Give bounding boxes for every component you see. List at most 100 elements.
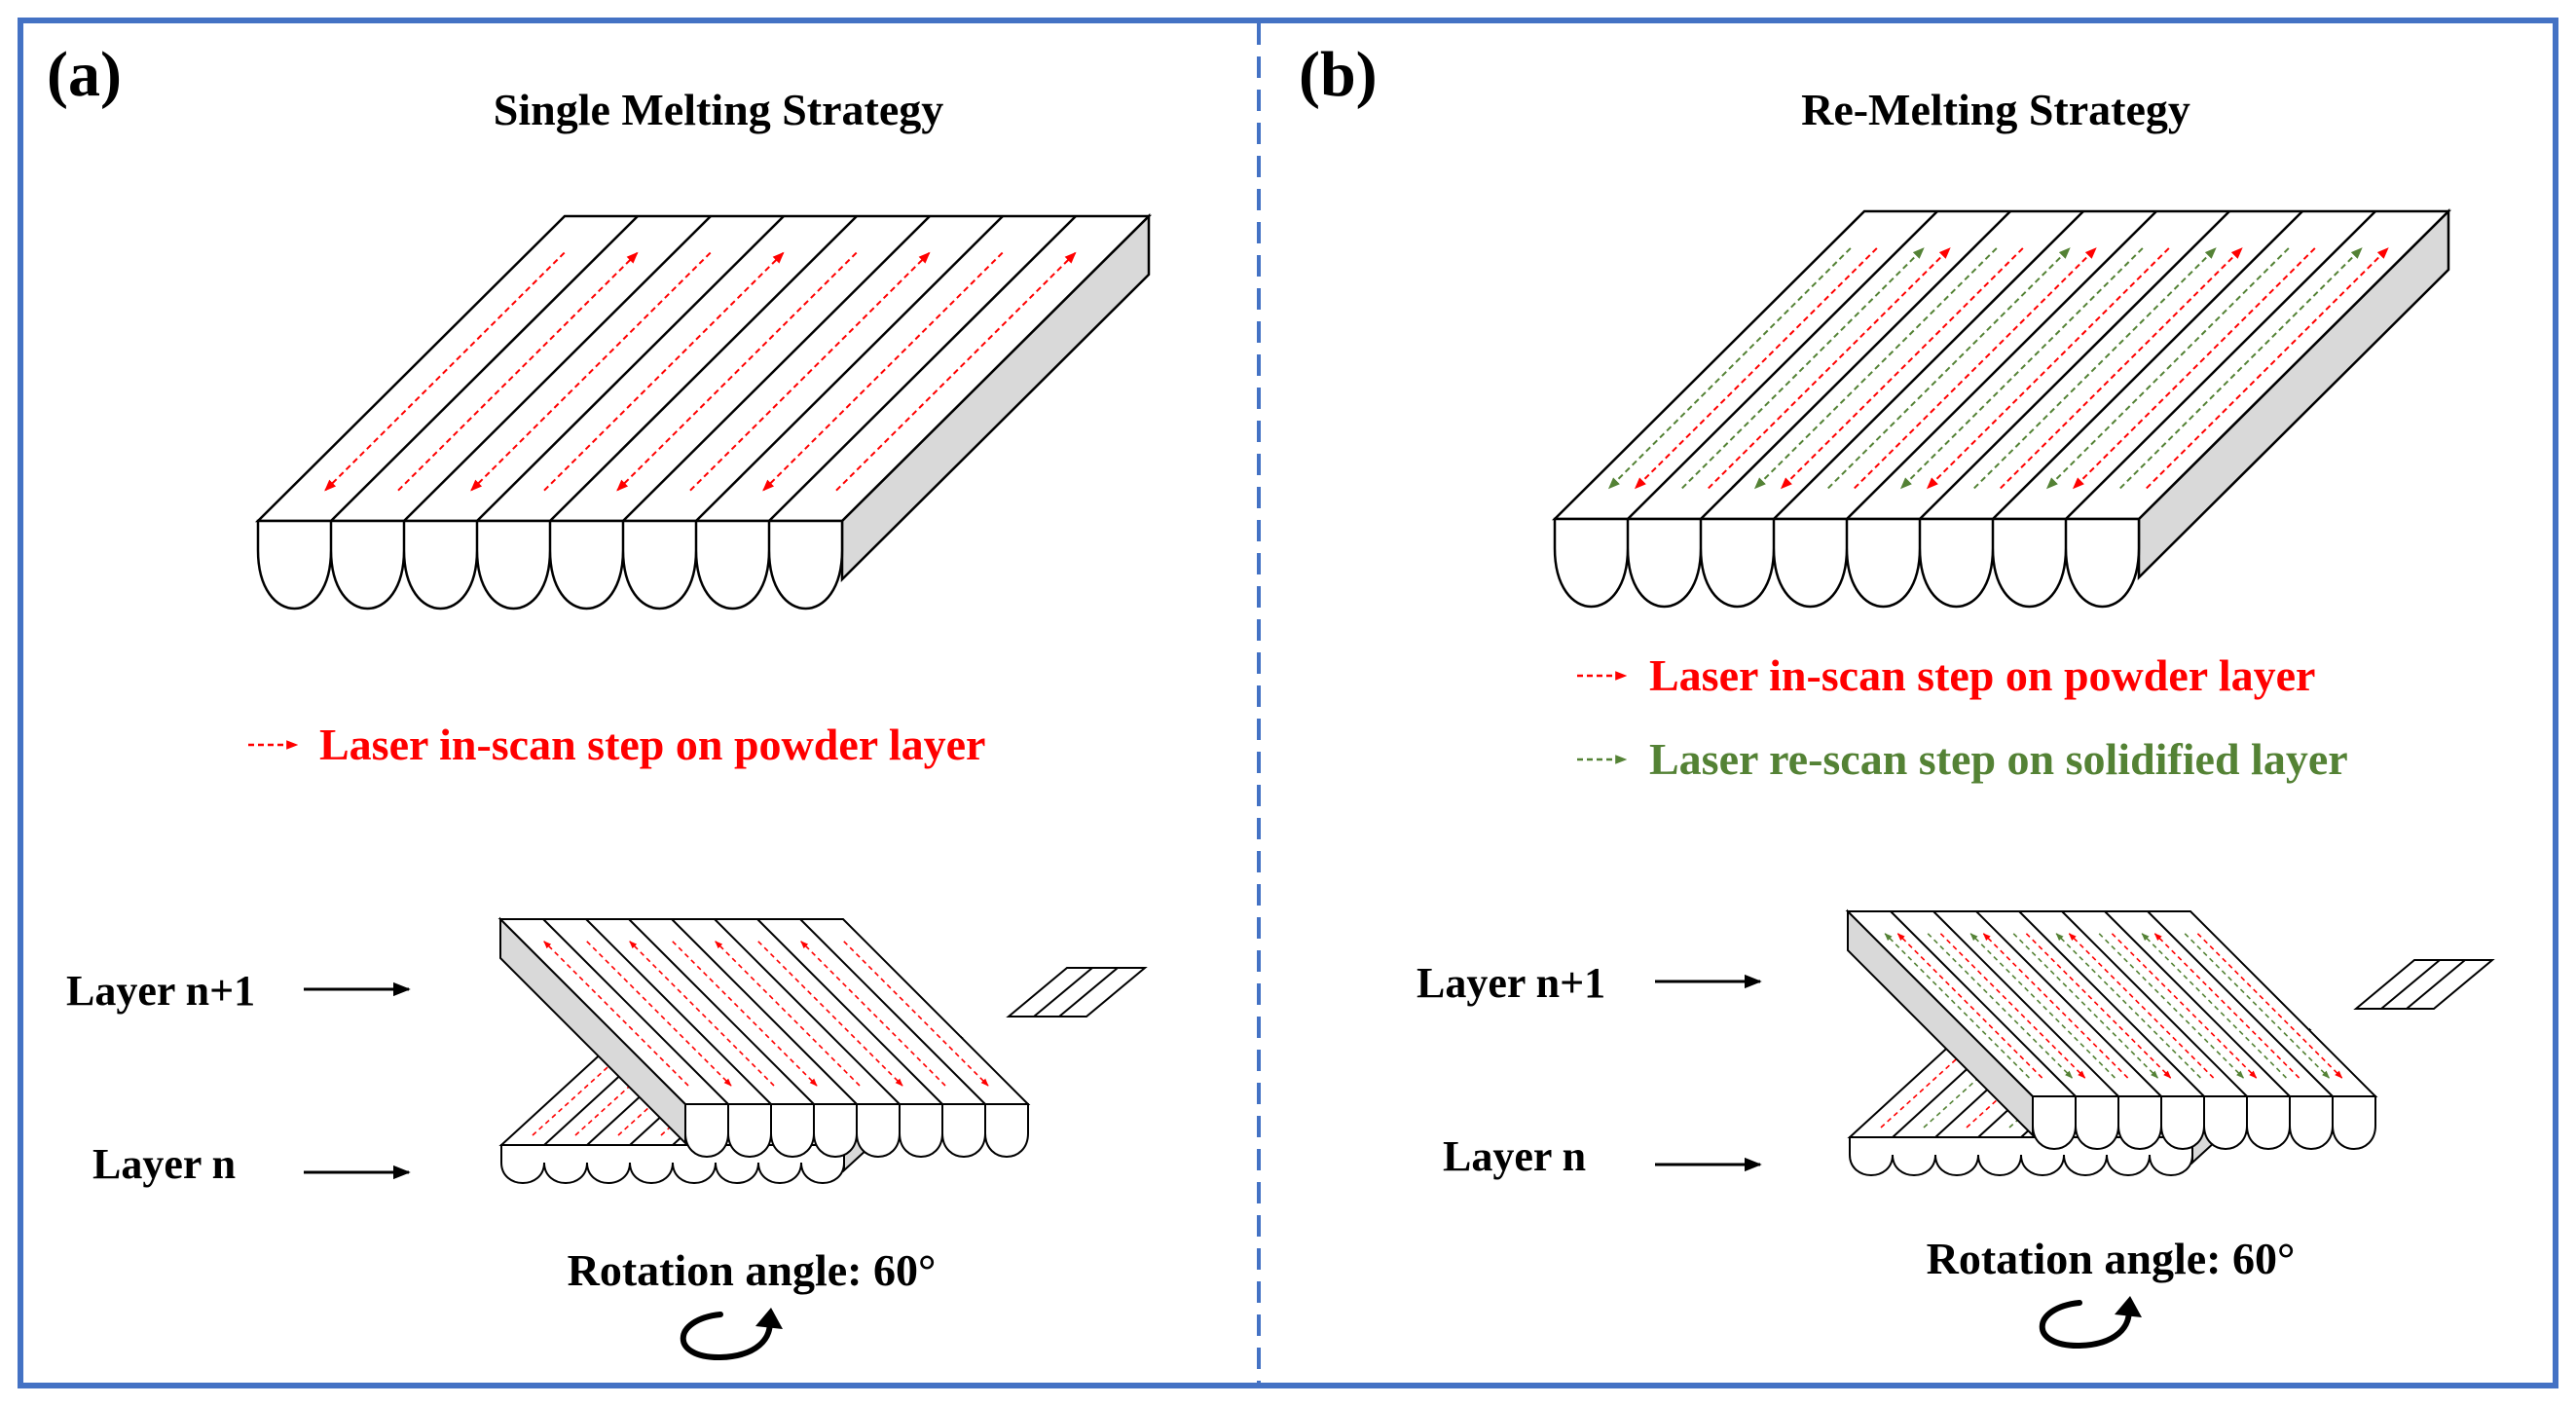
scan-direction-arrow (2045, 247, 2290, 490)
panel-b: (b) Re-Melting Strategy Laser in-scan st… (1299, 39, 2495, 1350)
layer-n-separator (2380, 959, 2441, 1010)
layer-n1-scan-arrow (2012, 933, 2158, 1079)
scan-direction-arrow (1634, 247, 1878, 490)
layer-n1-scan-arrow (1927, 933, 2073, 1079)
scan-direction-arrow (1899, 247, 2144, 490)
layer-n1-scan-arrow (2153, 933, 2300, 1079)
layer-n-back-strip (1006, 967, 1148, 1018)
scan-direction-arrow (616, 251, 858, 492)
scan-direction-arrow (689, 251, 931, 492)
scan-direction-arrow (397, 251, 639, 492)
single-melting-tracks (254, 212, 1153, 610)
layer-n1-scan-arrow (2068, 933, 2215, 1079)
layer-n1-separator (799, 918, 986, 1105)
scan-direction-arrow (2146, 247, 2389, 490)
layer-n1-separator (2061, 910, 2248, 1097)
layer-stack-a (497, 916, 1148, 1184)
layer-n1-scan-arrow (1884, 933, 2030, 1079)
track-separator (768, 215, 1077, 522)
layer-n1-scan-arrow (1939, 933, 2086, 1079)
scan-direction-arrow (1926, 247, 2170, 490)
re-melting-tracks (1551, 207, 2452, 609)
track-separator (1700, 210, 2011, 520)
track-separator (403, 215, 712, 522)
layer-n1-scan-arrow (586, 941, 732, 1087)
layer-n1-scan-arrow (1982, 933, 2129, 1079)
layer-n-plus-1-label: Layer n+1 (66, 967, 255, 1015)
layer-n1-scan-arrow (1896, 933, 2043, 1079)
layer-stack-b (1845, 908, 2495, 1176)
scan-direction-arrow (762, 251, 1004, 492)
layer-n-label: Layer n (92, 1140, 236, 1188)
figure-border (18, 18, 2558, 1388)
layer-n1-scan-arrow (2184, 933, 2330, 1079)
layer-n1-scan-arrow (2055, 933, 2201, 1079)
track-separator (476, 215, 785, 522)
track-separator (2065, 210, 2376, 520)
scan-direction-arrow (1607, 247, 1852, 490)
scan-direction-arrow (2072, 247, 2316, 490)
scan-direction-arrow (1973, 247, 2217, 490)
track-separator (549, 215, 858, 522)
legend-in-scan-text: Laser in-scan step on powder layer (1649, 650, 2315, 700)
layer-n1-scan-arrow (629, 941, 775, 1087)
legend-re-scan: Laser re-scan step on solidified layer (1577, 734, 2348, 784)
layer-n-back-strip (2353, 959, 2495, 1010)
panel-a: (a) Single Melting Strategy Laser in-sca… (47, 39, 1153, 1361)
panel-a-label: (a) (47, 39, 122, 110)
scan-direction-arrow (835, 251, 1077, 492)
track-separator (695, 215, 1004, 522)
track-separator (330, 215, 639, 522)
scan-direction-arrow (1681, 247, 1925, 490)
layer-n-separator (1033, 967, 1093, 1018)
layer-n1-scan-arrow (800, 941, 946, 1087)
layer-n1-scan-arrow (2098, 933, 2244, 1079)
layer-n1-separator (542, 918, 729, 1105)
panel-b-label: (b) (1299, 39, 1378, 110)
layer-n1-separator (714, 918, 901, 1105)
scan-direction-arrow (324, 251, 566, 492)
legend-re-scan-text: Laser re-scan step on solidified layer (1649, 734, 2348, 784)
track-separator (1846, 210, 2157, 520)
layer-n1-scan-arrow (543, 941, 689, 1087)
layer-n1-separator (1890, 910, 2077, 1097)
layer-n1-separator (2147, 910, 2334, 1097)
layer-n1-scan-arrow (2141, 933, 2287, 1079)
layer-n1-scan-arrow (672, 941, 818, 1087)
layer-n1-scan-arrow (2025, 933, 2172, 1079)
scan-direction-arrow (470, 251, 712, 492)
layer-n-label: Layer n (1443, 1132, 1586, 1180)
rotation-arrow-icon (680, 1308, 783, 1361)
layer-n-scan-arrow (532, 1058, 617, 1136)
legend-in-scan-b: Laser in-scan step on powder layer (1577, 650, 2315, 700)
scan-direction-arrow (1827, 247, 2071, 490)
scan-direction-arrow (1753, 247, 1998, 490)
scan-direction-arrow (1780, 247, 2024, 490)
layer-n1-scan-arrow (843, 941, 989, 1087)
layer-n1-separator (2104, 910, 2291, 1097)
track-separator (1992, 210, 2303, 520)
layer-n1-separator (756, 918, 943, 1105)
scan-direction-arrow (543, 251, 785, 492)
panel-a-title: Single Melting Strategy (494, 85, 944, 134)
rotation-arrow-icon (2039, 1296, 2142, 1350)
scan-direction-arrow (1708, 247, 1951, 490)
track-separator (1773, 210, 2084, 520)
layer-n1-scan-arrow (715, 941, 861, 1087)
layer-n1-scan-arrow (2196, 933, 2343, 1079)
rotation-angle-text: Rotation angle: 60° (1927, 1234, 2296, 1283)
layer-n-scan-arrow (574, 1058, 660, 1136)
layer-n-scan-arrow (1923, 1051, 2008, 1128)
layer-n1-scan-arrow (1969, 933, 2116, 1079)
layer-n1-separator (1975, 910, 2162, 1097)
layer-n1-separator (1932, 910, 2119, 1097)
legend-in-scan: Laser in-scan step on powder layer (248, 720, 985, 769)
layer-n-plus-1-label: Layer n+1 (1417, 959, 1605, 1007)
legend-in-scan-text: Laser in-scan step on powder layer (319, 720, 985, 769)
scan-direction-arrow (2000, 247, 2243, 490)
track-separator (1627, 210, 1938, 520)
rotation-angle-text: Rotation angle: 60° (568, 1245, 937, 1295)
scan-direction-arrow (1854, 247, 2097, 490)
layer-n1-separator (671, 918, 858, 1105)
